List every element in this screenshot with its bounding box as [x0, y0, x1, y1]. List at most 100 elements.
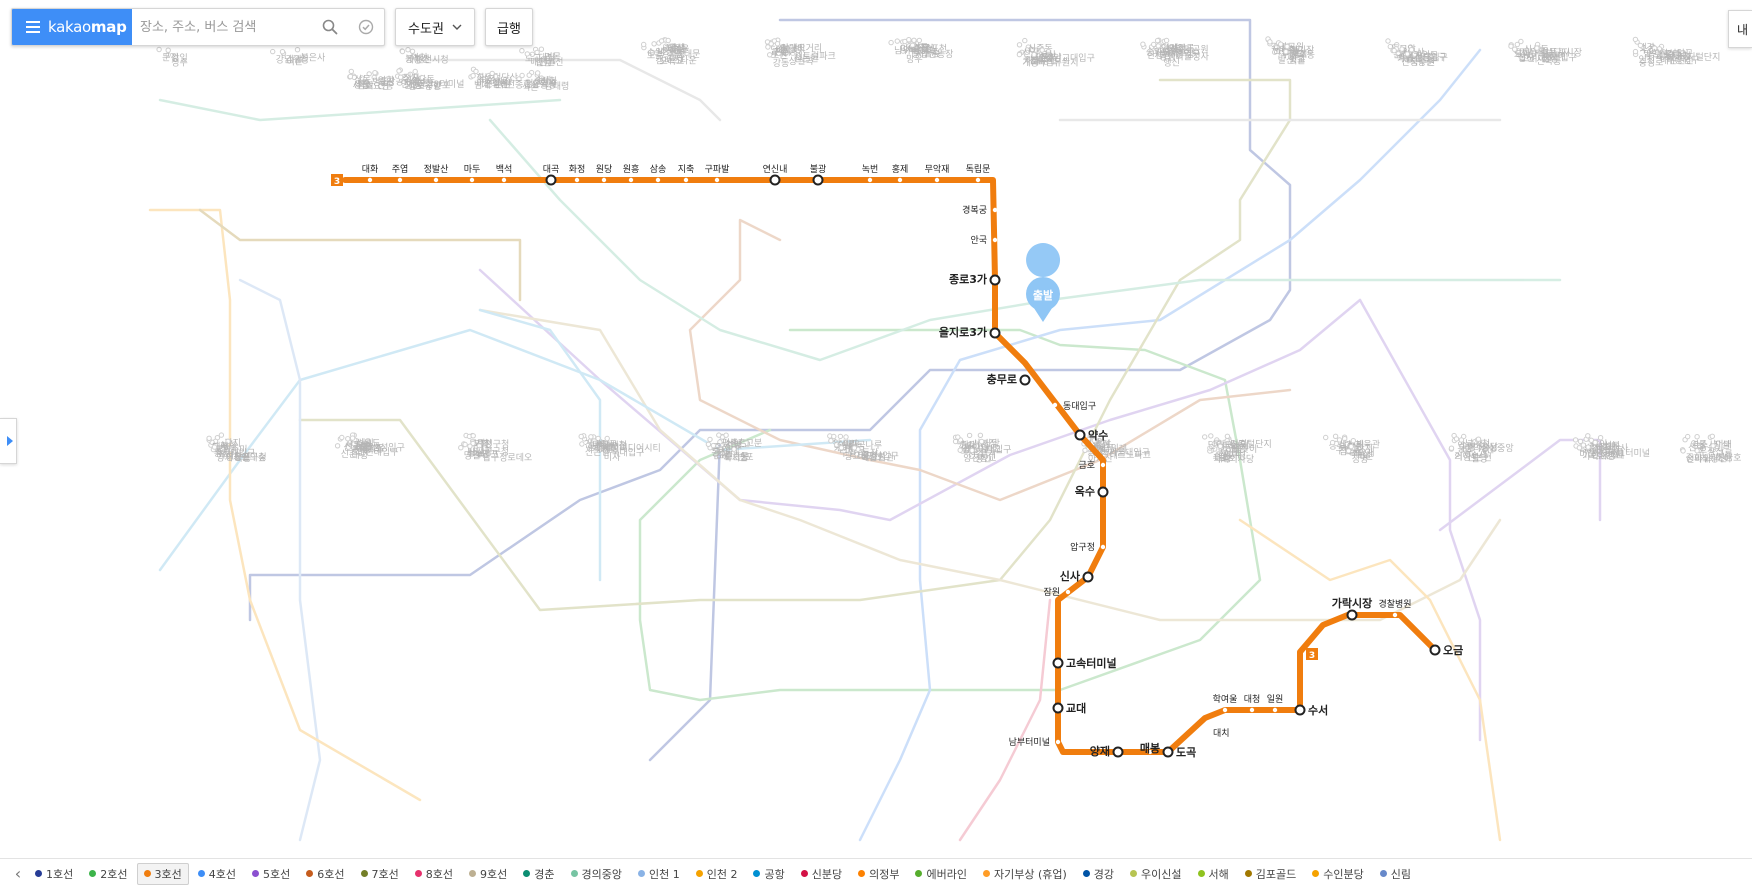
line3-station-marker[interactable] [1082, 571, 1094, 583]
line3-station-label[interactable]: 매봉 [1140, 741, 1160, 755]
chevron-left-icon[interactable]: ‹ [14, 864, 22, 883]
legend-item[interactable]: 7호선 [354, 863, 406, 885]
line3-station-marker[interactable] [934, 177, 940, 183]
line3-station-label[interactable]: 지축 [678, 164, 695, 175]
line3-station-label[interactable]: 오금 [1443, 644, 1463, 657]
line3-station-marker[interactable] [628, 177, 634, 183]
line3-station-label[interactable]: 충무로 [987, 372, 1017, 386]
line3-station-label[interactable]: 수서 [1308, 703, 1328, 717]
line3-station-label[interactable]: 교대 [1066, 701, 1086, 715]
line3-station-marker[interactable] [1249, 707, 1255, 713]
line3-station-marker[interactable] [1272, 707, 1278, 713]
line3-station-marker[interactable] [545, 174, 557, 186]
line3-station-label[interactable]: 대치 [1213, 727, 1230, 739]
line3-station-marker[interactable] [1074, 429, 1086, 441]
line3-station-label[interactable]: 대화 [362, 164, 379, 175]
line3-station-label[interactable]: 원흥 [623, 163, 640, 175]
line3-station-label[interactable]: 고속터미널 [1066, 656, 1117, 670]
right-panel-tab[interactable]: 내 [1728, 10, 1752, 48]
line3-station-label[interactable]: 홍제 [892, 163, 909, 175]
line3-station-marker[interactable] [1097, 486, 1109, 498]
line3-station-marker[interactable] [769, 174, 781, 186]
line3-station-marker[interactable] [655, 177, 661, 183]
line3-station-label[interactable]: 잠원 [1043, 587, 1060, 598]
line3-station-marker[interactable] [1019, 374, 1031, 386]
legend-item[interactable]: 1호선 [28, 863, 80, 885]
line3-station-marker[interactable] [574, 177, 580, 183]
line3-station-label[interactable]: 연신내 [763, 164, 788, 175]
line3-station-marker[interactable] [367, 177, 373, 183]
line3-station-label[interactable]: 주엽 [392, 164, 409, 175]
legend-item[interactable]: 김포골드 [1238, 863, 1303, 885]
legend-item[interactable]: 경강 [1076, 863, 1121, 885]
line3-station-marker[interactable] [433, 177, 439, 183]
line3-station-label[interactable]: 무악재 [925, 163, 950, 175]
line3-station-label[interactable]: 을지로3가 [939, 325, 987, 339]
legend-item[interactable]: 신림 [1373, 863, 1418, 885]
line3-station-label[interactable]: 일원 [1267, 694, 1284, 705]
legend-item[interactable]: 4호선 [191, 863, 243, 885]
line3-station-label[interactable]: 불광 [810, 163, 827, 175]
line3-station-label[interactable]: 정발산 [424, 164, 449, 175]
line3-station-marker[interactable] [714, 177, 720, 183]
line3-station-label[interactable]: 구파발 [705, 164, 730, 175]
line3-station-label[interactable]: 금호 [1078, 460, 1095, 471]
line3-station-label[interactable]: 경찰병원 [1378, 598, 1411, 610]
legend-item[interactable]: 신분당 [794, 863, 849, 885]
legend-item[interactable]: 5호선 [245, 863, 297, 885]
line3-station-marker[interactable] [992, 237, 998, 243]
line3-station-label[interactable]: 마두 [464, 164, 481, 175]
legend-item[interactable]: 인천 1 [631, 863, 687, 885]
legend-item[interactable]: 경춘 [516, 863, 561, 885]
line3-station-marker[interactable] [1055, 739, 1061, 745]
line3-station-marker[interactable] [601, 177, 607, 183]
line3-station-label[interactable]: 가락시장 [1332, 596, 1372, 610]
line3-station-label[interactable]: 대곡 [543, 164, 560, 175]
line3-station-marker[interactable] [469, 177, 475, 183]
line3-station-label[interactable]: 약수 [1088, 428, 1108, 442]
region-select[interactable]: 수도권 [395, 8, 475, 46]
legend-item[interactable]: 인천 2 [689, 863, 745, 885]
line3-station-label[interactable]: 남부터미널 [1009, 737, 1050, 748]
line3-station-marker[interactable] [989, 274, 1001, 286]
line3-station-marker[interactable] [1052, 657, 1064, 669]
line3-station-marker[interactable] [1065, 589, 1071, 595]
line3-station-label[interactable]: 동대입구 [1063, 400, 1096, 412]
legend-item[interactable]: 서해 [1191, 863, 1236, 885]
departure-pin[interactable]: 출발 [1026, 243, 1061, 322]
legend-item[interactable]: 2호선 [82, 863, 134, 885]
line3-station-marker[interactable] [992, 207, 998, 213]
legend-item[interactable]: 수인분당 [1305, 863, 1370, 885]
legend-item[interactable]: 우이신설 [1123, 863, 1188, 885]
legend-item[interactable]: 의정부 [851, 863, 906, 885]
line3-station-label[interactable]: 신사 [1060, 569, 1081, 583]
line3-station-marker[interactable] [1052, 402, 1058, 408]
line3-station-label[interactable]: 안국 [970, 235, 987, 246]
subway-map[interactable]: 소요산동두천도봉산의정부회룡노원상계당고개창동쌍문수유미아길음성신여대입구한성대… [0, 0, 1752, 858]
line3-station-marker[interactable] [1052, 702, 1064, 714]
legend-item[interactable]: 경의중앙 [564, 863, 629, 885]
line3-station-marker[interactable] [1392, 612, 1398, 618]
line3-station-marker[interactable] [897, 177, 903, 183]
line3-station-marker[interactable] [1222, 707, 1228, 713]
line3-station-label[interactable]: 백석 [496, 164, 513, 175]
search-icon[interactable] [312, 9, 348, 45]
line3-station-marker[interactable] [867, 177, 873, 183]
line3-station-marker[interactable] [1147, 749, 1153, 755]
line3-station-label[interactable]: 화정 [569, 164, 586, 175]
line3-station-label[interactable]: 녹번 [862, 164, 879, 175]
search-input[interactable] [132, 9, 312, 45]
line3-station-label[interactable]: 학여울 [1213, 693, 1238, 705]
legend-item[interactable]: 에버라인 [908, 863, 973, 885]
legend-item[interactable]: 3호선 [136, 862, 189, 885]
line3-station-label[interactable]: 양재 [1090, 744, 1110, 758]
legend-item[interactable]: 공항 [746, 863, 791, 885]
line3-station-label[interactable]: 대청 [1244, 694, 1261, 705]
menu-button[interactable]: kakaomap [12, 9, 132, 45]
line3-station-label[interactable]: 경복궁 [962, 204, 987, 216]
line3-station-marker[interactable] [1112, 746, 1124, 758]
line3-station-marker[interactable] [975, 177, 981, 183]
line3-station-label[interactable]: 독립문 [966, 164, 991, 175]
side-panel-toggle[interactable] [0, 418, 17, 464]
legend-item[interactable]: 6호선 [299, 863, 351, 885]
